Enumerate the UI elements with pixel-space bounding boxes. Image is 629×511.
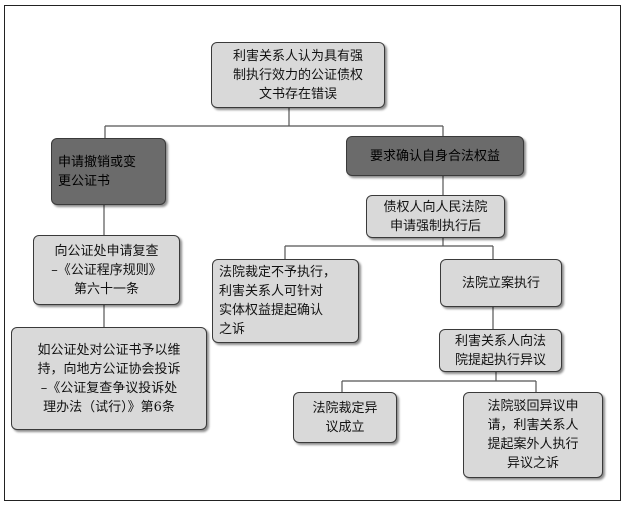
- node-creditor: 债权人向人民法院 申请强制执行后: [366, 195, 505, 238]
- node-enforce: 法院立案执行: [440, 259, 562, 307]
- node-upheld: 法院裁定异 议成立: [293, 392, 397, 443]
- node-revoke: 申请撤销或变 更公证书: [51, 138, 166, 205]
- connector-creditor-branch: [284, 238, 494, 259]
- connector-objection-branch: [341, 372, 537, 392]
- node-review: 向公证处申请复查 –《公证程序规则》 第六十一条: [33, 235, 180, 305]
- node-no-enforce: 法院裁定不予执行， 利害关系人可针对 实体权益提起确认 之诉: [212, 259, 359, 343]
- node-root: 利害关系人认为具有强 制执行效力的公证债权 文书存在错误: [211, 42, 385, 108]
- connector-root-branch: [104, 108, 444, 138]
- node-complaint: 如公证处对公证书予以维 持，向地方公证协会投诉 –《公证复查争议投诉处 理办法（…: [11, 327, 207, 430]
- node-objection: 利害关系人向法 院提起执行异议: [439, 329, 562, 372]
- node-rejected: 法院驳回异议申 请，利害关系人 提起案外人执行 异议之诉: [463, 392, 603, 478]
- diagram-frame: [4, 5, 621, 501]
- node-confirm: 要求确认自身合法权益: [346, 136, 524, 176]
